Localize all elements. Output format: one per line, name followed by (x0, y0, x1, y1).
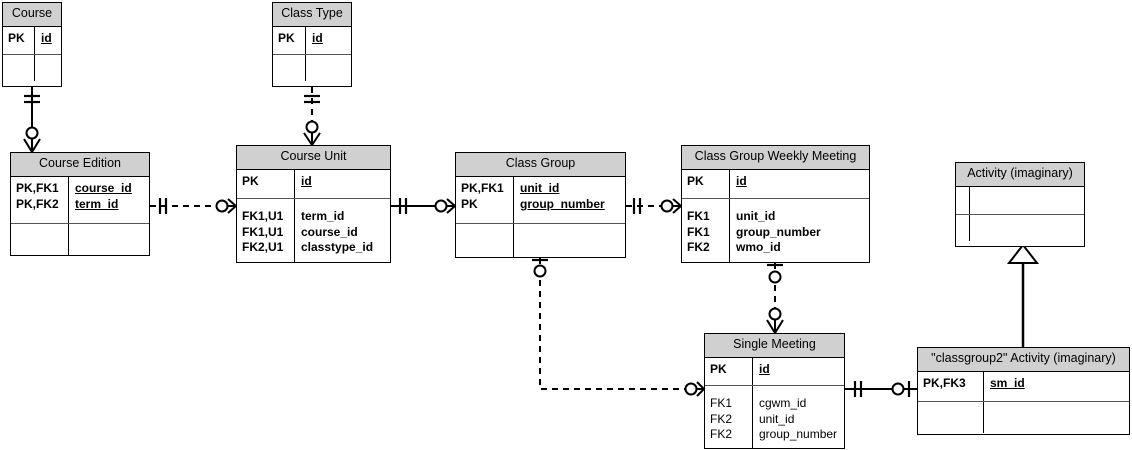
entity-course-attr-col-empty (35, 55, 61, 81)
entity-class-type-title: Class Type (273, 3, 351, 27)
entity-class-group[interactable]: Class Group PK,FK1 PK unit_id group_numb… (455, 152, 626, 258)
entity-activity-imaginary-key-col-2 (956, 214, 970, 241)
entity-class-group-pk-section: PK,FK1 PK unit_id group_number (456, 176, 625, 224)
entity-class-group-key-col: PK,FK1 PK (456, 176, 514, 223)
entity-course-unit-title: Course Unit (237, 146, 390, 170)
entity-class-group-weekly-meeting[interactable]: Class Group Weekly Meeting PK id FK1 FK1… (681, 145, 870, 263)
entity-single-meeting-pk-section: PK id (705, 357, 844, 386)
entity-activity-imaginary-title: Activity (imaginary) (956, 163, 1084, 187)
entity-class-type-key-col: PK (273, 26, 306, 54)
entity-activity-imaginary-section-1 (956, 186, 1084, 215)
entity-class-group-attr-col: unit_id group_number (520, 180, 605, 211)
entity-single-meeting-fk-attr-col: cgwm_id unit_id group_number (759, 395, 838, 442)
entity-course-edition-key-col-empty (11, 223, 69, 256)
connector-class-group-to-class-group-weekly-meeting (626, 198, 682, 214)
entity-course-edition-title: Course Edition (11, 153, 149, 177)
entity-course-edition-key-col: PK,FK1 PK,FK2 (11, 176, 69, 223)
entity-activity-imaginary-attr-col-1 (970, 187, 1084, 214)
entity-course-edition-empty-section (11, 223, 149, 256)
connector-single-meeting-to-classgroup2-activity (845, 381, 917, 397)
entity-class-group-weekly-meeting-title: Class Group Weekly Meeting (682, 146, 869, 170)
entity-class-type-attr-col-empty (306, 55, 351, 81)
entity-single-meeting-title: Single Meeting (705, 334, 844, 358)
entity-course-key-col: PK (3, 26, 35, 54)
entity-course-attr-col: id (41, 30, 52, 45)
entity-class-group-key-col-empty (456, 223, 514, 257)
entity-course[interactable]: Course PK id (2, 2, 62, 87)
entity-course-empty-section (3, 54, 61, 81)
connector-course-edition-to-course-unit (150, 198, 237, 214)
entity-class-group-attr-col-empty (514, 224, 625, 257)
connector-class-group-to-single-meeting (532, 258, 705, 397)
entity-course-unit-pk-section: PK id (237, 169, 390, 199)
connector-class-group-weekly-meeting-to-single-meeting (766, 263, 784, 334)
entity-single-meeting-fk-key-col: FK1 FK2 FK2 (705, 385, 753, 449)
entity-course-unit-fk-attr-col: term_id course_id classtype_id (301, 208, 374, 255)
entity-cgwm-attr-col: id (736, 173, 747, 188)
entity-class-type-key-col-empty (273, 54, 306, 81)
entity-classgroup2-activity-title: "classgroup2" Activity (imaginary) (918, 348, 1129, 372)
connector-classgroup2-activity-inherits-activity (1006, 243, 1040, 347)
entity-course-unit-key-col: PK (237, 169, 295, 198)
entity-cgwm-fk-key-col: FK1 FK1 FK2 (682, 198, 730, 263)
entity-activity-imaginary-key-col-1 (956, 186, 970, 214)
entity-course-key-col-empty (3, 54, 35, 81)
entity-cgwm-fk-attr-col: unit_id group_number wmo_id (736, 208, 821, 255)
entity-classgroup2-key-col: PK,FK3 (918, 371, 984, 401)
entity-classgroup2-pk-section: PK,FK3 sm_id (918, 371, 1129, 402)
entity-classgroup2-attr-col: sm_id (990, 375, 1025, 390)
entity-class-type-pk-section: PK id (273, 26, 351, 55)
entity-classgroup2-activity-imaginary[interactable]: "classgroup2" Activity (imaginary) PK,FK… (917, 347, 1130, 435)
entity-single-meeting-fk-section: FK1 FK2 FK2 cgwm_id unit_id group_number (705, 385, 844, 449)
entity-course-unit-fk-section: FK1,U1 FK1,U1 FK2,U1 term_id course_id c… (237, 198, 390, 263)
connector-class-type-to-course-unit (303, 87, 321, 146)
entity-single-meeting[interactable]: Single Meeting PK id FK1 FK2 FK2 cgwm_id… (704, 333, 845, 449)
entity-cgwm-pk-section: PK id (682, 169, 869, 199)
connector-course-unit-to-class-group (391, 198, 456, 214)
entity-class-group-empty-section (456, 223, 625, 257)
entity-classgroup2-key-col-empty (918, 401, 984, 433)
entity-course-unit-attr-col: id (301, 173, 312, 188)
entity-class-type[interactable]: Class Type PK id (272, 2, 352, 87)
entity-course-edition-attr-col-empty (69, 224, 149, 256)
entity-course-title: Course (3, 3, 61, 27)
entity-course-edition-attr-col: course_id term_id (75, 180, 132, 211)
entity-activity-imaginary-section-2 (956, 214, 1084, 241)
entity-activity-imaginary[interactable]: Activity (imaginary) (955, 162, 1085, 247)
entity-single-meeting-key-col: PK (705, 357, 753, 385)
connector-course-to-course-edition (23, 87, 41, 153)
entity-cgwm-fk-section: FK1 FK1 FK2 unit_id group_number wmo_id (682, 198, 869, 263)
entity-course-unit[interactable]: Course Unit PK id FK1,U1 FK1,U1 FK2,U1 t… (236, 145, 391, 263)
entity-course-edition[interactable]: Course Edition PK,FK1 PK,FK2 course_id t… (10, 152, 150, 256)
entity-course-edition-pk-section: PK,FK1 PK,FK2 course_id term_id (11, 176, 149, 224)
entity-cgwm-key-col: PK (682, 169, 730, 198)
entity-class-group-title: Class Group (456, 153, 625, 177)
entity-classgroup2-attr-col-empty (984, 402, 1129, 433)
entity-class-type-attr-col: id (312, 30, 323, 45)
entity-course-pk-section: PK id (3, 26, 61, 55)
entity-classgroup2-empty-section (918, 401, 1129, 433)
entity-course-unit-fk-key-col: FK1,U1 FK1,U1 FK2,U1 (237, 198, 295, 263)
entity-activity-imaginary-attr-col-2 (970, 215, 1084, 241)
entity-class-type-empty-section (273, 54, 351, 81)
entity-single-meeting-attr-col: id (759, 361, 770, 376)
